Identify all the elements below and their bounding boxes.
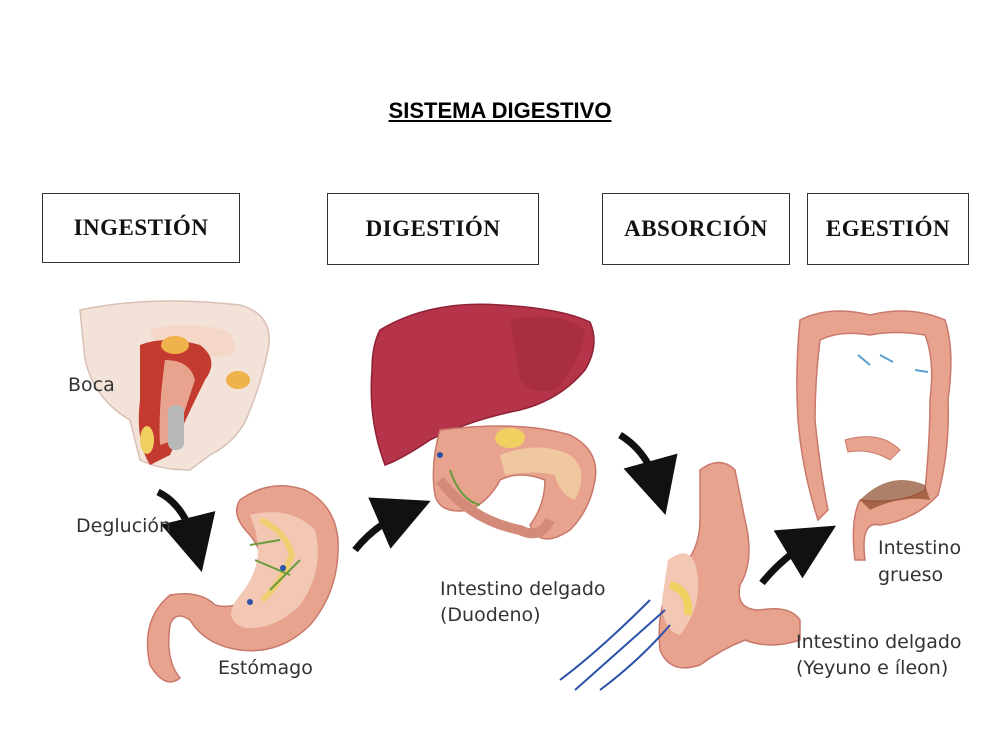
stage-box-digestion: DIGESTIÓN — [327, 193, 539, 265]
label-duodeno-line1: Intestino delgado — [440, 578, 606, 600]
label-grueso-line1: Intestino — [878, 537, 962, 559]
label-grueso-line2: grueso — [878, 564, 944, 586]
large-intestine-illustration — [796, 310, 952, 561]
label-boca: Boca — [68, 374, 115, 396]
stage-box-egestion: EGESTIÓN — [807, 193, 969, 265]
small-intestine-illustration — [559, 461, 801, 691]
stage-box-absorption: ABSORCIÓN — [602, 193, 790, 265]
diagram-title: SISTEMA DIGESTIVO — [388, 98, 612, 123]
arrow-icon — [759, 525, 837, 586]
arrow-icon — [618, 432, 678, 515]
stage-box-ingestion: INGESTIÓN — [42, 193, 240, 263]
flow-arrows — [156, 432, 837, 586]
label-estomago: Estómago — [218, 657, 313, 679]
liver-duodenum-illustration — [370, 303, 597, 540]
label-deglucion: Deglución — [76, 515, 172, 537]
label-yeyuno-line1: Intestino delgado — [796, 631, 962, 653]
label-yeyuno-line2: (Yeyuno e íleon) — [796, 657, 949, 679]
arrow-icon — [156, 488, 216, 573]
stomach-illustration — [146, 485, 339, 683]
head-mouth-illustration — [79, 300, 270, 471]
label-duodeno-line2: (Duodeno) — [440, 604, 541, 626]
arrow-icon — [352, 497, 431, 553]
